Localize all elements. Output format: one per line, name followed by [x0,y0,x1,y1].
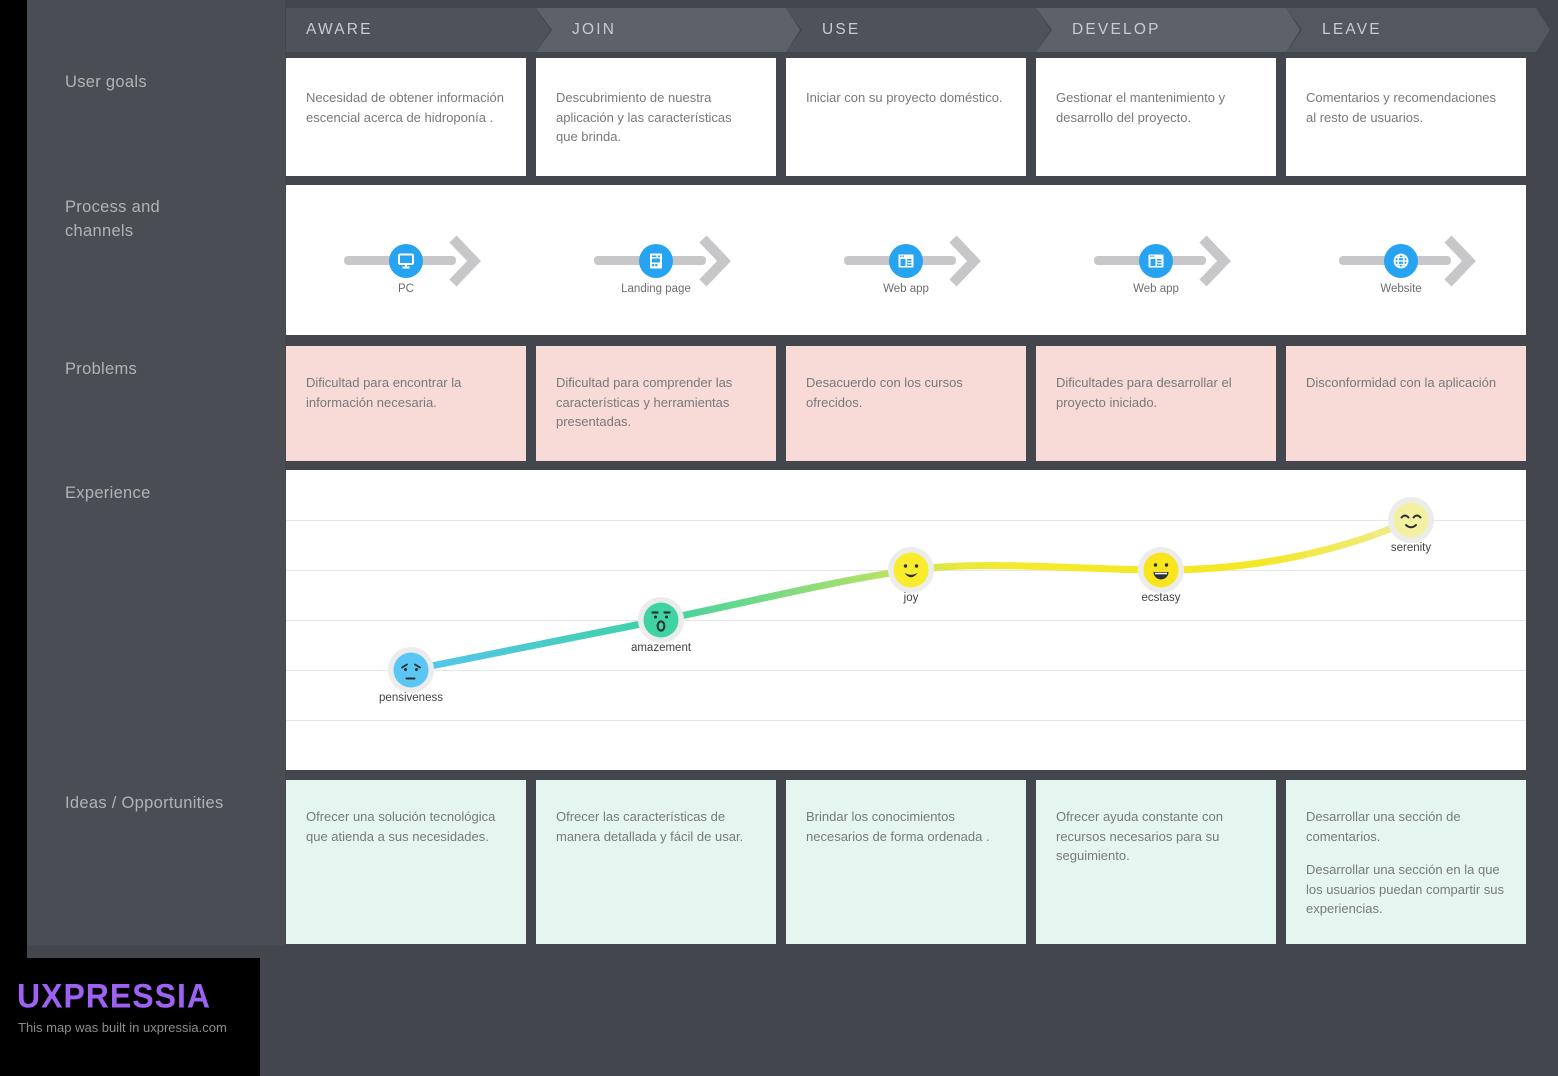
emotion-label: ecstasy [1141,592,1181,604]
gridline [286,670,1526,671]
user-goal-text: Iniciar con su proyecto doméstico. [806,90,1003,105]
idea-text: Desarrollar una sección de comentarios. [1306,809,1461,844]
emotion-label: joy [903,592,919,604]
idea-text: Ofrecer una solución tecnológica que ati… [306,809,496,844]
logo-tagline: This map was built in uxpressia.com [18,1020,227,1035]
problem-text: Dificultades para desarrollar el proyect… [1056,375,1232,410]
sidebar-label-process-channels: Process and channels [65,198,161,240]
idea-card[interactable]: Brindar los conocimientos necesarios de … [786,780,1026,944]
user-goal-card[interactable]: Descubrimiento de nuestra aplicación y l… [536,58,776,176]
left-black-strip [0,0,27,1076]
problem-text: Dificultad para encontrar la información… [306,375,462,410]
problem-card[interactable]: Dificultad para comprender las caracterí… [536,346,776,461]
user-goal-card[interactable]: Necesidad de obtener información escenci… [286,58,526,176]
idea-card[interactable]: Ofrecer las características de manera de… [536,780,776,944]
channel-label: Web app [1133,283,1179,295]
browser-icon [1148,254,1164,268]
idea-card[interactable]: Ofrecer ayuda constante con recursos nec… [1036,780,1276,944]
user-goal-text: Descubrimiento de nuestra aplicación y l… [556,90,732,144]
row-labels-sidebar [27,0,285,945]
user-goal-card[interactable]: Comentarios y recomendaciones al resto d… [1286,58,1526,176]
stage-header-join[interactable]: JOIN [536,8,800,52]
arrow-right-icon [1444,235,1476,287]
emotion-label: serenity [1390,542,1432,554]
monitor-icon [398,253,414,269]
user-goal-text: Necesidad de obtener información escenci… [306,90,505,125]
amazement-face-icon[interactable] [631,590,691,650]
sidebar-label-experience: Experience [65,484,151,502]
sidebar-label-user-goals: User goals [65,73,147,91]
uxpressia-logo-box: UXPRESSIA This map was built in uxpressi… [0,958,260,1076]
sidebar-label-problems: Problems [65,360,138,378]
stage-header-use[interactable]: USE [786,8,1050,52]
user-goal-text: Gestionar el mantenimiento y desarrollo … [1056,90,1226,125]
user-goal-card[interactable]: Gestionar el mantenimiento y desarrollo … [1036,58,1276,176]
problem-text: Dificultad para comprender las caracterí… [556,375,733,429]
joy-face-icon[interactable] [881,540,941,600]
stage-header-aware[interactable]: AWARE [286,8,550,52]
idea-text: Desarrollar una sección en la que los us… [1306,862,1504,916]
idea-card[interactable]: Ofrecer una solución tecnológica que ati… [286,780,526,944]
arrow-right-icon [1199,235,1231,287]
idea-text: Ofrecer las características de manera de… [556,809,744,844]
gridline [286,620,1526,621]
arrow-right-icon [449,235,481,287]
channel-label: Website [1380,283,1422,295]
channel-label: Landing page [621,283,691,295]
ecstasy-face-icon[interactable] [1131,540,1191,600]
arrow-right-icon [699,235,731,287]
process-channels-panel: PC Landing page [286,185,1526,335]
idea-text: Ofrecer ayuda constante con recursos nec… [1056,809,1223,863]
experience-chart: pensiveness amazement joy [286,470,1526,770]
emotion-label: amazement [630,642,692,654]
user-goal-card[interactable]: Iniciar con su proyecto doméstico. [786,58,1026,176]
problem-text: Desacuerdo con los cursos ofrecidos. [806,375,963,410]
arrow-right-icon [949,235,981,287]
uxpressia-logo[interactable]: UXPRESSIA [17,976,211,1015]
browser-icon [898,254,914,268]
gridline [286,720,1526,721]
pensiveness-face-icon[interactable] [381,640,441,700]
problem-text: Disconformidad con la aplicación [1306,375,1497,390]
landing-page-icon [650,253,662,269]
channel-circle [1139,244,1173,278]
emotion-curve [407,516,1415,674]
idea-card[interactable]: Desarrollar una sección de comentarios. … [1286,780,1526,944]
problem-card[interactable]: Dificultades para desarrollar el proyect… [1036,346,1276,461]
idea-text: Brindar los conocimientos necesarios de … [806,809,990,844]
problem-card[interactable]: Disconformidad con la aplicación [1286,346,1526,461]
problem-card[interactable]: Desacuerdo con los cursos ofrecidos. [786,346,1026,461]
sidebar-label-ideas: Ideas / Opportunities [65,794,224,812]
serenity-face-icon[interactable] [1381,490,1441,550]
stage-header-leave[interactable]: LEAVE [1286,8,1550,52]
channel-label: PC [398,283,414,295]
globe-icon [1393,253,1409,269]
channel-circle [389,244,423,278]
gridline [286,520,1526,521]
channel-circle [889,244,923,278]
stage-header-develop[interactable]: DEVELOP [1036,8,1300,52]
emotion-label: pensiveness [379,692,443,704]
channel-circle [1384,244,1418,278]
user-goal-text: Comentarios y recomendaciones al resto d… [1306,90,1497,125]
channel-circle [639,244,673,278]
channel-label: Web app [883,283,929,295]
problem-card[interactable]: Dificultad para encontrar la información… [286,346,526,461]
